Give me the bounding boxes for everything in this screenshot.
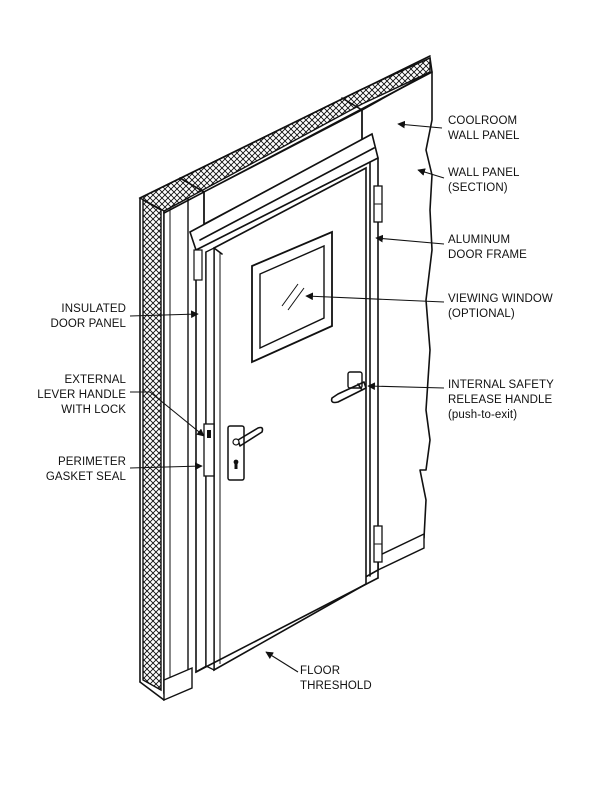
wall-panel-section (138, 55, 433, 702)
label-floor-threshold: FLOOR THRESHOLD (300, 665, 372, 692)
perimeter-gasket-seal (203, 423, 215, 477)
svg-text:VIEWING WINDOW: VIEWING WINDOW (448, 293, 553, 305)
label-internal-safety-release-handle: INTERNAL SAFETY RELEASE HANDLE (push-to-… (448, 379, 554, 421)
svg-text:WALL PANEL: WALL PANEL (448, 130, 520, 142)
svg-text:DOOR FRAME: DOOR FRAME (448, 249, 527, 261)
svg-text:FLOOR: FLOOR (300, 665, 340, 677)
label-coolroom-wall-panel: COOLROOM WALL PANEL (448, 115, 520, 142)
svg-text:PERIMETER: PERIMETER (58, 456, 126, 468)
label-aluminum-door-frame: ALUMINUM DOOR FRAME (448, 234, 527, 261)
label-external-lever-handle: EXTERNAL LEVER HANDLE WITH LOCK (37, 374, 126, 416)
svg-text:INTERNAL SAFETY: INTERNAL SAFETY (448, 379, 554, 391)
svg-text:(SECTION): (SECTION) (448, 182, 508, 194)
insulated-door-panel (205, 166, 367, 672)
svg-text:WALL PANEL: WALL PANEL (448, 167, 520, 179)
svg-text:COOLROOM: COOLROOM (448, 115, 517, 127)
svg-text:INSULATED: INSULATED (61, 303, 126, 315)
viewing-window (251, 230, 333, 364)
label-wall-panel-section: WALL PANEL (SECTION) (448, 167, 520, 194)
svg-text:LEVER HANDLE: LEVER HANDLE (37, 389, 126, 401)
svg-text:ALUMINUM: ALUMINUM (448, 234, 510, 246)
leader-lines (129, 120, 445, 673)
svg-text:GASKET SEAL: GASKET SEAL (46, 471, 127, 483)
svg-text:WITH LOCK: WITH LOCK (61, 404, 126, 416)
external-lever-handle (227, 425, 264, 481)
svg-text:THRESHOLD: THRESHOLD (300, 680, 372, 692)
svg-text:(push-to-exit): (push-to-exit) (448, 409, 517, 421)
floor-threshold (195, 577, 379, 673)
label-viewing-window: VIEWING WINDOW (OPTIONAL) (448, 293, 553, 320)
svg-text:DOOR PANEL: DOOR PANEL (50, 318, 126, 330)
svg-text:EXTERNAL: EXTERNAL (64, 374, 126, 386)
svg-text:(OPTIONAL): (OPTIONAL) (448, 308, 515, 320)
label-perimeter-gasket-seal: PERIMETER GASKET SEAL (46, 456, 127, 483)
internal-safety-release-handle (330, 371, 367, 404)
svg-text:RELEASE HANDLE: RELEASE HANDLE (448, 394, 553, 406)
label-insulated-door-panel: INSULATED DOOR PANEL (50, 303, 126, 330)
